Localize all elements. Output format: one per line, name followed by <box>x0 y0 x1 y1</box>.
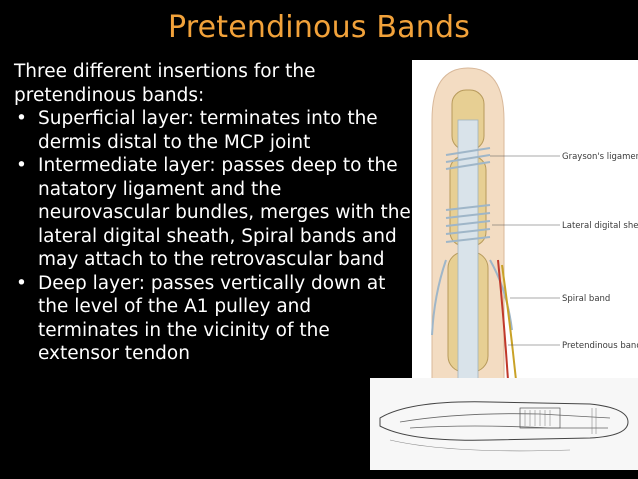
bullet-glyph: • <box>16 108 27 129</box>
slide-title: Pretendinous Bands <box>167 10 471 45</box>
intro-text: Three different insertions for the prete… <box>14 61 316 106</box>
bullet-list: • Superficial layer: terminates into the… <box>14 107 414 366</box>
finger-anatomy-drawing: Grayson's ligament Lateral digital sheet… <box>431 67 638 381</box>
bullet-text: Intermediate layer: passes deep to the n… <box>38 155 411 270</box>
bullet-superficial: • Superficial layer: terminates into the… <box>14 107 414 154</box>
slide-body: Three different insertions for the prete… <box>14 60 414 366</box>
label-pretendinous-band: Pretendinous band <box>562 341 638 351</box>
bullet-text: Deep layer: passes vertically down at th… <box>38 272 386 365</box>
label-spiral-band: Spiral band <box>562 294 610 304</box>
bullet-glyph: • <box>16 272 27 294</box>
label-lateral-digital-sheet: Lateral digital sheet <box>562 221 638 231</box>
finger-sketch-drawing <box>379 401 629 452</box>
bullet-glyph: • <box>16 155 27 176</box>
label-graysons-ligament: Grayson's ligament <box>562 152 638 162</box>
bullet-deep: • Deep layer: passes vertically down at … <box>14 272 414 366</box>
finger-cross-section-illustration <box>370 378 638 470</box>
bullet-text: Superficial layer: terminates into the d… <box>38 108 378 153</box>
finger-anatomy-illustration: Grayson's ligament Lateral digital sheet… <box>412 60 638 381</box>
bullet-intermediate: • Intermediate layer: passes deep to the… <box>14 154 414 272</box>
